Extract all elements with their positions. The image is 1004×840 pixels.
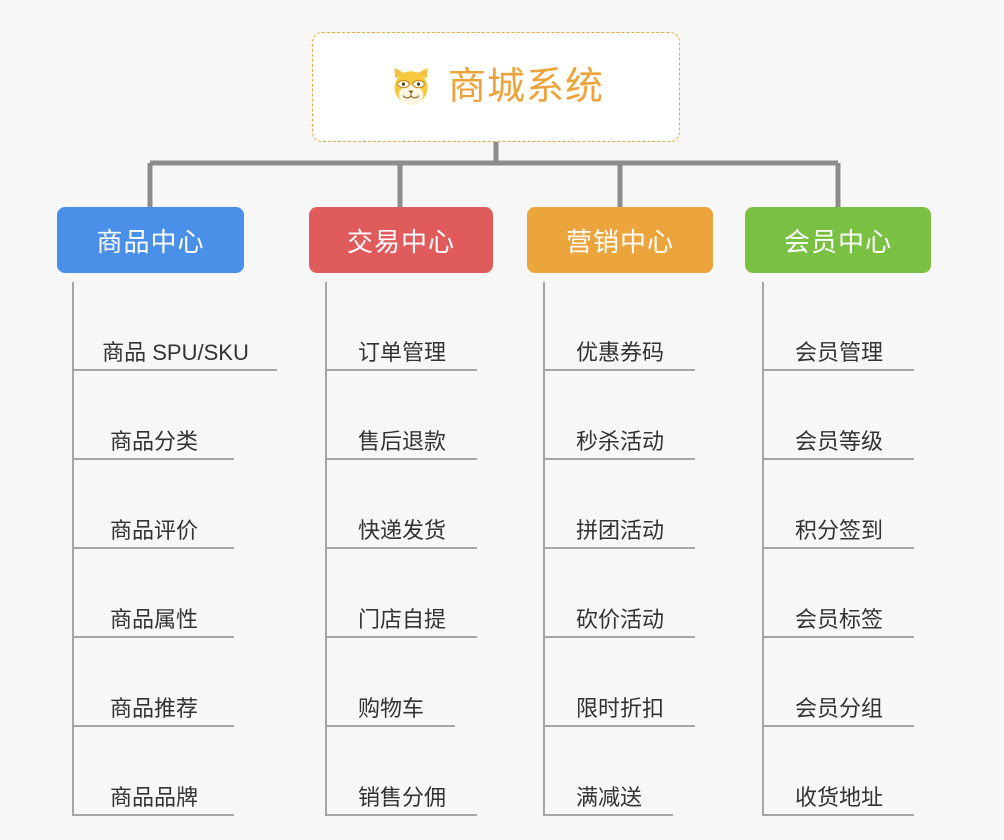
leaf-row[interactable]: 订单管理 xyxy=(327,282,477,371)
column-header-label-2: 营销中心 xyxy=(565,226,674,257)
leaf-row[interactable]: 商品 SPU/SKU xyxy=(74,282,277,371)
leaf-label: 会员标签 xyxy=(794,606,883,632)
leaf-row[interactable]: 限时折扣 xyxy=(545,638,695,727)
column-body-3: 会员管理 会员等级 积分签到 会员标签 会员分组 收货地址 xyxy=(762,282,914,816)
leaf-row[interactable]: 门店自提 xyxy=(327,549,477,638)
leaf-row[interactable]: 商品品牌 xyxy=(74,727,234,816)
leaf-label: 商品分类 xyxy=(109,428,198,454)
column-header-0[interactable]: 商品中心 xyxy=(57,207,244,273)
leaf-label: 商品 SPU/SKU xyxy=(102,339,249,365)
leaf-label: 限时折扣 xyxy=(575,695,664,721)
leaf-row[interactable]: 商品评价 xyxy=(74,460,234,549)
leaf-label: 购物车 xyxy=(357,695,424,721)
leaf-row[interactable]: 收货地址 xyxy=(764,727,914,816)
leaf-row[interactable]: 秒杀活动 xyxy=(545,371,695,460)
leaf-row[interactable]: 商品分类 xyxy=(74,371,234,460)
leaf-label: 销售分佣 xyxy=(357,784,446,810)
leaf-label: 商品属性 xyxy=(109,606,198,632)
shiba-dog-icon xyxy=(394,67,428,105)
leaf-row[interactable]: 满减送 xyxy=(545,727,673,816)
leaf-label: 秒杀活动 xyxy=(575,428,664,454)
column-body-2: 优惠券码 秒杀活动 拼团活动 砍价活动 限时折扣 满减送 xyxy=(543,282,695,816)
leaf-row[interactable]: 售后退款 xyxy=(327,371,477,460)
leaf-label: 满减送 xyxy=(575,784,642,810)
leaf-row[interactable]: 拼团活动 xyxy=(545,460,695,549)
leaf-label: 会员管理 xyxy=(794,339,883,365)
leaf-row[interactable]: 砍价活动 xyxy=(545,549,695,638)
column-header-label-3: 会员中心 xyxy=(783,226,892,257)
leaf-label: 会员分组 xyxy=(794,695,883,721)
column-header-label-1: 交易中心 xyxy=(346,226,455,257)
leaf-label: 砍价活动 xyxy=(575,606,664,632)
leaf-label: 收货地址 xyxy=(794,784,883,810)
column-header-2[interactable]: 营销中心 xyxy=(527,207,713,273)
leaf-row[interactable]: 会员管理 xyxy=(764,282,914,371)
root-node[interactable]: 商城系统 xyxy=(312,32,680,142)
leaf-label: 商品推荐 xyxy=(109,695,198,721)
leaf-label: 优惠券码 xyxy=(575,339,664,365)
leaf-label: 拼团活动 xyxy=(575,517,664,543)
column-header-1[interactable]: 交易中心 xyxy=(309,207,493,273)
leaf-row[interactable]: 优惠券码 xyxy=(545,282,695,371)
leaf-label: 门店自提 xyxy=(357,606,446,632)
leaf-row[interactable]: 快递发货 xyxy=(327,460,477,549)
column-body-0: 商品 SPU/SKU 商品分类 商品评价 商品属性 商品推荐 商品品牌 xyxy=(72,282,277,816)
leaf-row[interactable]: 购物车 xyxy=(327,638,455,727)
leaf-row[interactable]: 商品属性 xyxy=(74,549,234,638)
leaf-row[interactable]: 会员分组 xyxy=(764,638,914,727)
column-header-label-0: 商品中心 xyxy=(96,226,205,257)
leaf-label: 订单管理 xyxy=(357,339,446,365)
leaf-label: 商品评价 xyxy=(109,517,198,543)
leaf-row[interactable]: 会员标签 xyxy=(764,549,914,638)
leaf-label: 快递发货 xyxy=(357,517,446,543)
leaf-label: 积分签到 xyxy=(794,517,883,543)
leaf-row[interactable]: 商品推荐 xyxy=(74,638,234,727)
leaf-row[interactable]: 会员等级 xyxy=(764,371,914,460)
leaf-label: 商品品牌 xyxy=(109,784,198,810)
root-title: 商城系统 xyxy=(447,66,604,108)
leaf-row[interactable]: 销售分佣 xyxy=(327,727,477,816)
leaf-row[interactable]: 积分签到 xyxy=(764,460,914,549)
column-body-1: 订单管理 售后退款 快递发货 门店自提 购物车 销售分佣 xyxy=(325,282,477,816)
leaf-label: 售后退款 xyxy=(357,428,446,454)
leaf-label: 会员等级 xyxy=(794,428,883,454)
column-header-3[interactable]: 会员中心 xyxy=(745,207,931,273)
